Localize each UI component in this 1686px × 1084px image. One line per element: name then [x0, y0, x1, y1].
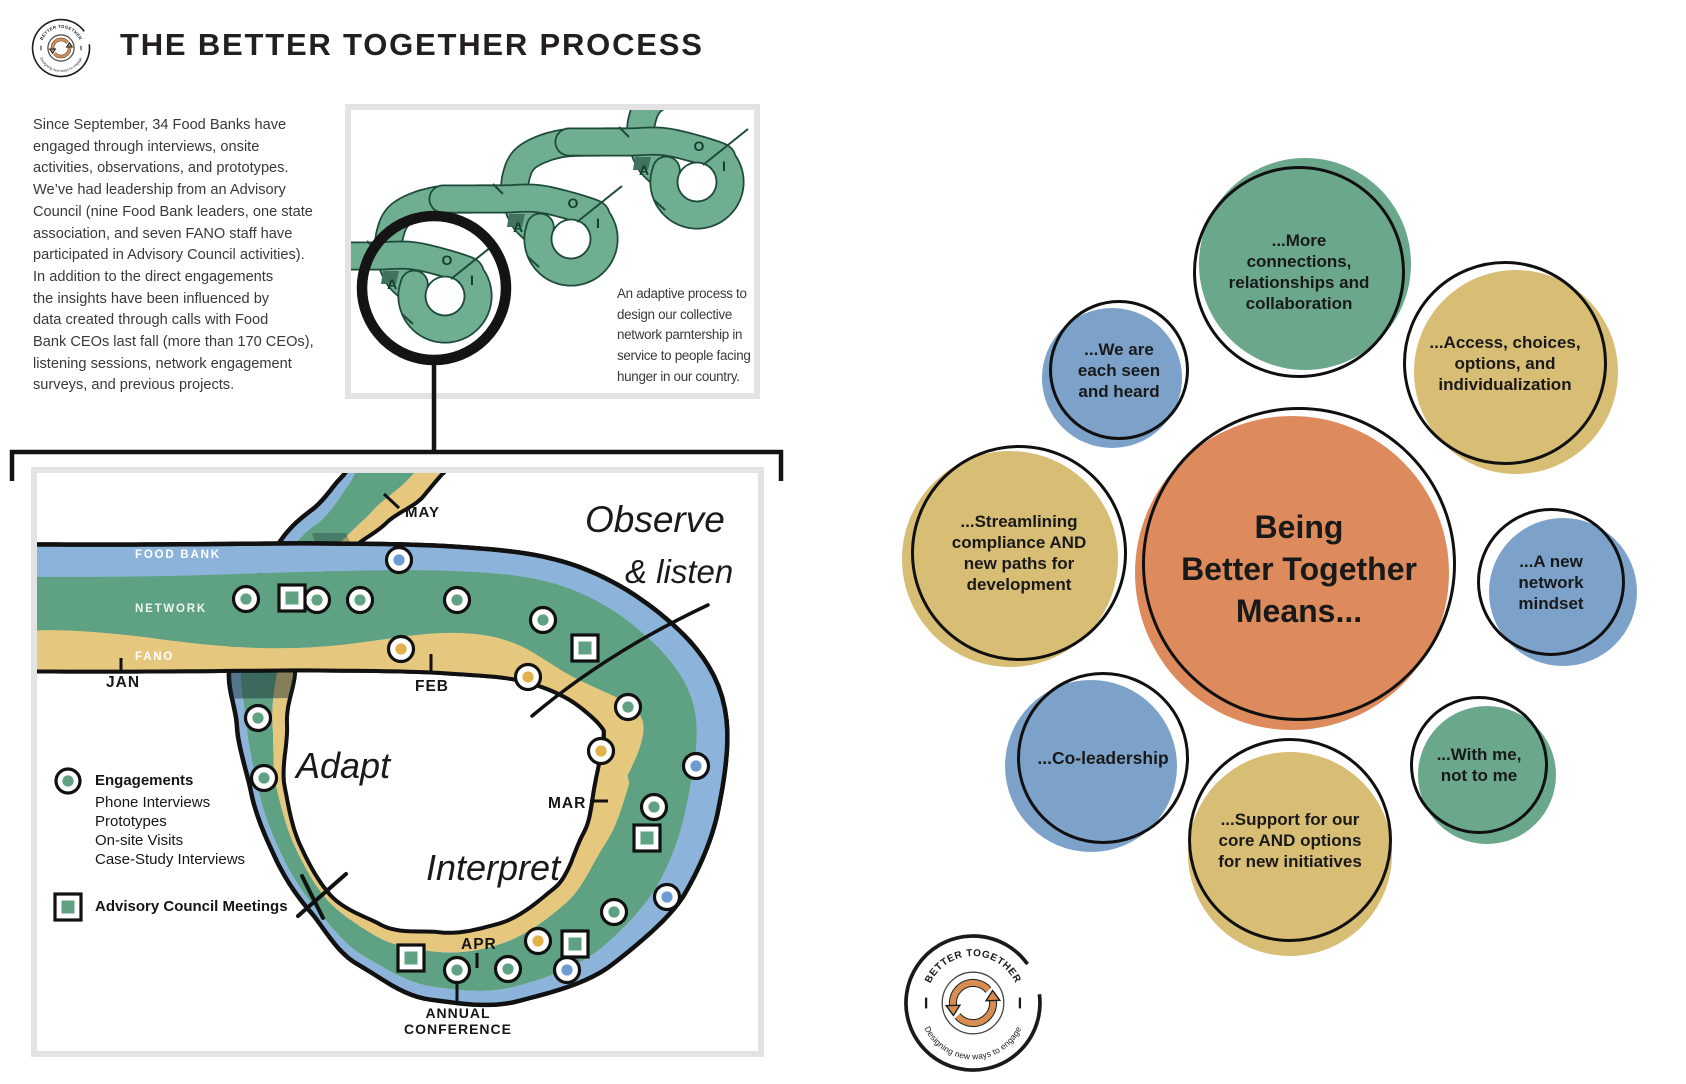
- svg-text:Designing new ways to engage: Designing new ways to engage: [923, 1024, 1024, 1061]
- svg-text:O: O: [694, 138, 705, 154]
- svg-text:I: I: [470, 272, 474, 288]
- svg-text:BETTER TOGETHER: BETTER TOGETHER: [39, 24, 83, 41]
- svg-text:Designing new ways to engage: Designing new ways to engage: [39, 57, 83, 73]
- svg-text:O: O: [568, 195, 579, 211]
- svg-text:O: O: [442, 252, 453, 268]
- svg-text:I: I: [596, 215, 600, 231]
- svg-text:BETTER TOGETHER: BETTER TOGETHER: [923, 948, 1023, 985]
- svg-text:A: A: [513, 219, 523, 235]
- svg-text:A: A: [387, 276, 397, 292]
- svg-text:A: A: [639, 162, 649, 178]
- svg-text:I: I: [722, 158, 726, 174]
